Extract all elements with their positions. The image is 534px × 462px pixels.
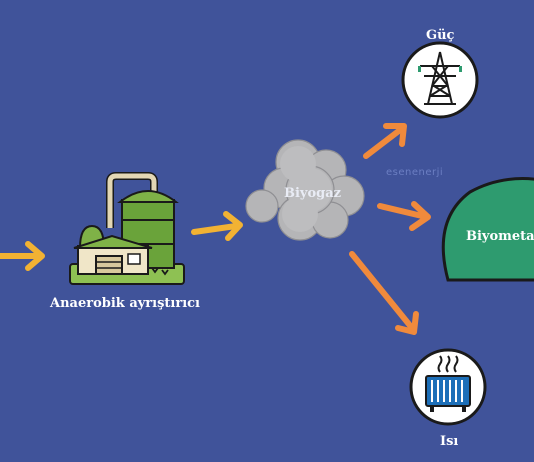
digester-label: Anaerobik ayrıştırıcı xyxy=(50,296,200,311)
biogas-label: Biyogaz xyxy=(284,186,342,201)
heat-label: Isı xyxy=(440,434,459,449)
biogas-plant-icon xyxy=(69,172,185,285)
cloud-icon xyxy=(245,139,365,241)
arrow-biogas-to-heat xyxy=(349,251,419,335)
arrow-input xyxy=(0,241,45,271)
transmission-tower-icon xyxy=(420,51,460,105)
arrow-biogas-to-biomethane xyxy=(377,201,431,231)
watermark-text: esenenerji xyxy=(386,167,444,178)
biomethane-label: Biyometa xyxy=(466,229,534,244)
radiator-icon xyxy=(425,355,471,412)
arrow-digester-to-biogas xyxy=(191,211,243,241)
power-label: Güç xyxy=(426,28,455,43)
power-node xyxy=(401,41,479,119)
heat-node xyxy=(409,348,487,426)
arrow-biogas-to-power xyxy=(363,123,407,159)
biomethane-node xyxy=(441,177,534,282)
